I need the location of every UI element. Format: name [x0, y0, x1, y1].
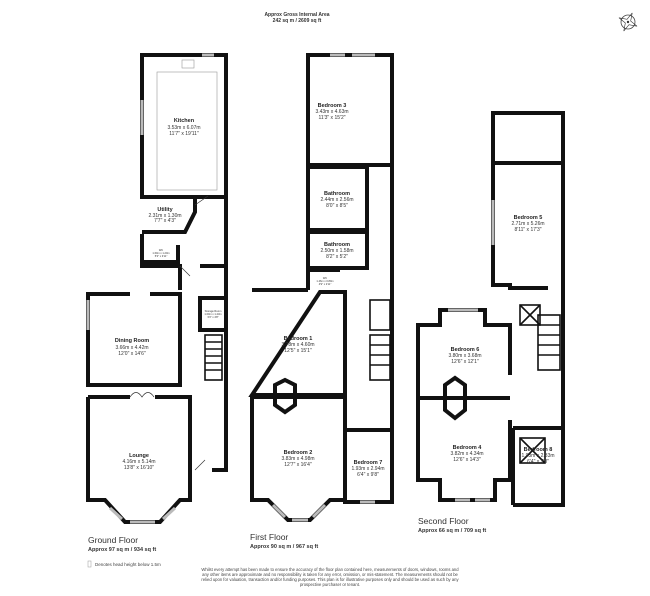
room-metric-bedroom-2: 3.83m x 4.98m [281, 456, 314, 462]
first-floor-title: First Floor [250, 532, 288, 542]
gross-area-value: 242 sq m / 2609 sq ft [273, 18, 322, 24]
room-imperial-bathroom-2: 8'2" x 5'2" [326, 254, 348, 260]
room-imperial-bathroom-1: 8'0" x 8'5" [326, 203, 348, 209]
room-label-bedroom-3: Bedroom 3 [318, 103, 347, 109]
room-imperial-wc-first: 4'9" x 2'11" [319, 282, 332, 286]
room-label-bedroom-7: Bedroom 7 [354, 460, 383, 466]
room-label-storage: Storage Room [205, 309, 222, 313]
room-label-bedroom-2: Bedroom 2 [284, 450, 313, 456]
room-metric-bathroom-1: 2.44m x 2.56m [320, 197, 353, 203]
room-metric-bathroom-2: 2.50m x 1.58m [320, 248, 353, 254]
ground-floor-plan: Kitchen 3.53m x 6.07m 11'7" x 19'11" Uti… [86, 53, 228, 524]
room-metric-storage: 1.00m x 1.43m [204, 312, 221, 316]
ground-floor-title: Ground Floor [88, 535, 138, 545]
disclaimer-line: relied upon for valuation, transaction a… [201, 577, 459, 582]
room-metric-bedroom-3: 3.43m x 4.63m [315, 109, 348, 115]
room-imperial-bedroom-6: 12'6" x 12'1" [451, 359, 479, 365]
room-label-lounge: Lounge [129, 453, 149, 459]
room-label-bedroom-1: Bedroom 1 [284, 336, 313, 342]
room-label-kitchen: Kitchen [174, 118, 195, 124]
room-metric-dining-room: 3.66m x 4.42m [115, 345, 148, 351]
room-imperial-bedroom-2: 12'7" x 16'4" [284, 462, 312, 468]
head-height-legend-icon [87, 560, 92, 568]
stairs [204, 334, 223, 381]
disclaimer-line: any other items are approximate and no r… [202, 572, 458, 577]
room-imperial-bedroom-1: 12'5" x 15'1" [284, 348, 312, 354]
room-imperial-bedroom-8: 6'4" x 7'8" [527, 459, 549, 465]
room-metric-bedroom-4: 3.82m x 4.34m [450, 451, 483, 457]
gross-area-title: Approx Gross Internal Area [264, 12, 329, 18]
room-label-dining-room: Dining Room [115, 338, 149, 344]
room-imperial-bedroom-3: 11'3" x 15'2" [318, 115, 345, 121]
compass-rose-icon [618, 12, 638, 32]
room-metric-wc-first: 1.46m x 0.89m [316, 279, 333, 283]
room-metric-bedroom-1: 3.78m x 4.60m [281, 342, 314, 348]
room-metric-bedroom-8: 1.93m x 2.33m [521, 453, 554, 459]
legend-text: Denotes head height below 1.5m [95, 562, 161, 567]
room-imperial-utility: 7'7" x 4'3" [154, 218, 176, 224]
second-floor-title: Second Floor [418, 516, 469, 526]
room-imperial-wc: 5'3" x 3'11" [155, 254, 168, 258]
dining-room-walls [86, 292, 182, 387]
room-imperial-bedroom-5: 8'11" x 17'3" [514, 227, 541, 233]
room-imperial-bedroom-7: 6'4" x 9'8" [357, 472, 379, 478]
room-label-wc-first: WC [323, 276, 327, 280]
disclaimer-line: prospective purchaser or tenant. [300, 582, 360, 587]
room-metric-bedroom-7: 1.93m x 2.94m [351, 466, 384, 472]
room-label-bathroom-2: Bathroom [324, 242, 350, 248]
room-metric-lounge: 4.16m x 5.14m [122, 459, 155, 465]
room-label-bedroom-5: Bedroom 5 [514, 215, 543, 221]
room-label-utility: Utility [157, 207, 173, 213]
room-imperial-lounge: 13'8" x 16'10" [124, 465, 154, 471]
room-label-bathroom-1: Bathroom [324, 191, 350, 197]
second-floor-area: Approx 66 sq m / 709 sq ft [418, 528, 486, 534]
room-imperial-kitchen: 11'7" x 19'11" [169, 131, 199, 137]
ground-floor-area: Approx 97 sq m / 934 sq ft [88, 547, 156, 553]
room-imperial-dining-room: 12'0" x 14'6" [118, 351, 146, 357]
room-label-wc: WC [159, 248, 163, 252]
room-label-bedroom-8: Bedroom 8 [524, 447, 553, 453]
second-floor-plan: Bedroom 5 2.71m x 5.26m 8'11" x 17'3" Be… [416, 111, 565, 507]
room-imperial-storage: 3'3" x 4'8" [207, 315, 218, 319]
room-label-bedroom-6: Bedroom 6 [451, 347, 480, 353]
first-floor-area: Approx 90 sq m / 967 sq ft [250, 544, 318, 550]
room-label-bedroom-4: Bedroom 4 [453, 445, 483, 451]
first-floor-plan: Bedroom 3 3.43m x 4.63m 11'3" x 15'2" Ba… [248, 53, 394, 522]
room-metric-kitchen: 3.53m x 6.07m [167, 125, 200, 131]
room-metric-utility: 2.31m x 1.30m [148, 213, 181, 219]
room-metric-bedroom-5: 2.71m x 5.26m [511, 221, 544, 227]
disclaimer-line: Whilst every attempt has been made to en… [201, 567, 459, 572]
room-metric-wc: 1.60m x 1.20m [152, 251, 169, 255]
room-metric-bedroom-6: 3.80m x 3.68m [448, 353, 481, 359]
room-imperial-bedroom-4: 12'6" x 14'3" [453, 457, 481, 463]
